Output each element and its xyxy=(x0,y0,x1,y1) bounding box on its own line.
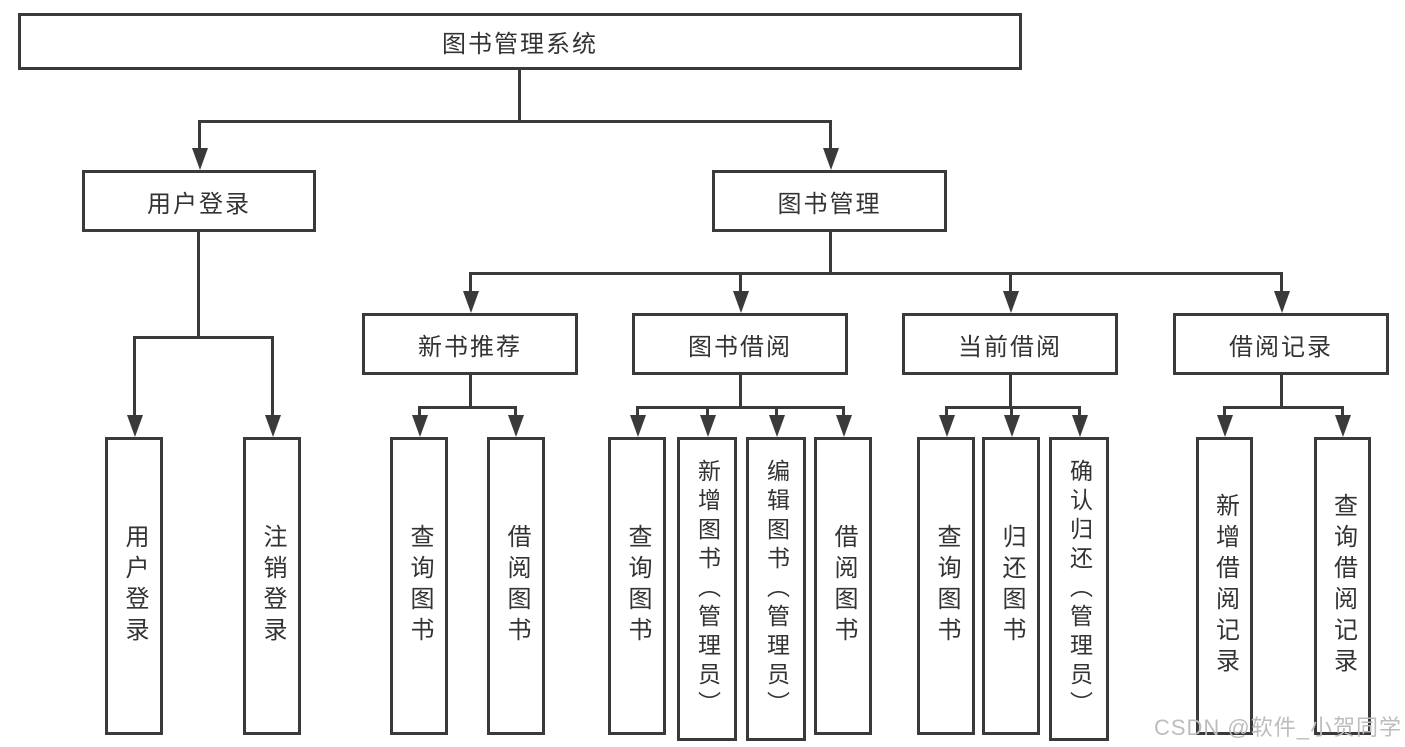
arrow-down-icon xyxy=(127,415,143,437)
connector-module-drop xyxy=(739,272,742,291)
node-current-borrow: 当前借阅 xyxy=(902,313,1118,375)
arrow-down-icon xyxy=(1335,415,1351,437)
leaf-records-add-record-label: 新增借阅记录 xyxy=(1211,493,1239,679)
connector-book-mgmt-drop xyxy=(829,120,832,148)
connector-user-login-rail xyxy=(133,336,274,339)
arrow-down-icon xyxy=(836,415,852,437)
connector-root-trunk xyxy=(518,70,521,120)
arrow-down-icon xyxy=(939,415,955,437)
leaf-borrow-edit-book-admin-label: 编辑图书（管理员） xyxy=(763,458,790,720)
leaf-records-query-record-label: 查询借阅记录 xyxy=(1329,493,1357,679)
connector-leaf-drop xyxy=(775,406,778,415)
arrow-down-icon xyxy=(700,415,716,437)
arrow-down-icon xyxy=(508,415,524,437)
connector-level3-rail xyxy=(469,272,1283,275)
leaf-current-return-book: 归还图书 xyxy=(982,437,1040,735)
connector-new-book-trunk xyxy=(469,375,472,406)
arrow-down-icon xyxy=(192,148,208,170)
node-library-system: 图书管理系统 xyxy=(18,13,1022,70)
node-book-management: 图书管理 xyxy=(712,170,947,232)
arrow-down-icon xyxy=(1072,415,1088,437)
connector-borrow-records-rail xyxy=(1223,406,1344,409)
node-book-borrow-label: 图书借阅 xyxy=(688,333,792,361)
arrow-down-icon xyxy=(1217,415,1233,437)
connector-module-drop xyxy=(1280,272,1283,291)
leaf-borrow-borrow-book-label: 借阅图书 xyxy=(830,524,857,648)
connector-leaf-drop xyxy=(706,406,709,415)
connector-book-borrow-trunk xyxy=(739,375,742,406)
leaf-current-query-book: 查询图书 xyxy=(917,437,975,735)
arrow-down-icon xyxy=(823,148,839,170)
arrow-down-icon xyxy=(1003,291,1019,313)
node-book-borrow: 图书借阅 xyxy=(632,313,848,375)
node-new-book-recommend: 新书推荐 xyxy=(362,313,578,375)
arrow-down-icon xyxy=(463,291,479,313)
connector-current-borrow-trunk xyxy=(1009,375,1012,406)
leaf-current-confirm-return-admin-label: 确认归还（管理员） xyxy=(1066,458,1093,720)
leaf-borrow-query-book-label: 查询图书 xyxy=(624,524,651,648)
connector-user-login-trunk xyxy=(197,232,200,336)
leaf-borrow-query-book: 查询图书 xyxy=(608,437,666,735)
node-current-borrow-label: 当前借阅 xyxy=(958,333,1062,361)
arrow-down-icon xyxy=(412,415,428,437)
leaf-current-query-book-label: 查询图书 xyxy=(933,524,960,648)
arrow-down-icon xyxy=(1004,415,1020,437)
connector-leaf-drop xyxy=(418,406,421,415)
leaf-logout: 注销登录 xyxy=(243,437,301,735)
arrow-down-icon xyxy=(265,415,281,437)
connector-leaf-drop xyxy=(133,336,136,415)
connector-leaf-drop xyxy=(1341,406,1344,415)
connector-leaf-drop xyxy=(1010,406,1013,415)
arrow-down-icon xyxy=(733,291,749,313)
connector-user-login-drop xyxy=(198,120,201,148)
connector-leaf-drop xyxy=(945,406,948,415)
leaf-records-add-record: 新增借阅记录 xyxy=(1196,437,1253,735)
connector-module-drop xyxy=(469,272,472,291)
arrow-down-icon xyxy=(630,415,646,437)
connector-leaf-drop xyxy=(514,406,517,415)
connector-book-mgmt-trunk xyxy=(829,232,832,272)
node-book-management-label: 图书管理 xyxy=(777,190,882,218)
connector-leaf-drop xyxy=(636,406,639,415)
connector-book-borrow-rail xyxy=(636,406,845,409)
node-borrow-records: 借阅记录 xyxy=(1173,313,1389,375)
leaf-user-login-label: 用户登录 xyxy=(121,524,148,648)
leaf-newbook-borrow-book: 借阅图书 xyxy=(487,437,545,735)
connector-module-drop xyxy=(1009,272,1012,291)
connector-leaf-drop xyxy=(842,406,845,415)
node-user-login: 用户登录 xyxy=(82,170,316,232)
node-borrow-records-label: 借阅记录 xyxy=(1229,333,1333,361)
arrow-down-icon xyxy=(769,415,785,437)
connector-new-book-rail xyxy=(418,406,517,409)
leaf-borrow-edit-book-admin: 编辑图书（管理员） xyxy=(746,437,806,741)
node-user-login-label: 用户登录 xyxy=(147,190,251,218)
node-new-book-recommend-label: 新书推荐 xyxy=(418,333,522,361)
arrow-down-icon xyxy=(1274,291,1290,313)
connector-current-borrow-rail xyxy=(945,406,1081,409)
leaf-current-confirm-return-admin: 确认归还（管理员） xyxy=(1049,437,1109,741)
leaf-newbook-query-book-label: 查询图书 xyxy=(406,524,433,648)
leaf-newbook-query-book: 查询图书 xyxy=(390,437,448,735)
leaf-borrow-borrow-book: 借阅图书 xyxy=(814,437,872,735)
connector-leaf-drop xyxy=(1223,406,1226,415)
leaf-newbook-borrow-book-label: 借阅图书 xyxy=(503,524,530,648)
leaf-logout-label: 注销登录 xyxy=(259,524,286,648)
leaf-user-login: 用户登录 xyxy=(105,437,163,735)
leaf-current-return-book-label: 归还图书 xyxy=(998,524,1025,648)
leaf-borrow-add-book-admin: 新增图书（管理员） xyxy=(677,437,737,741)
leaf-borrow-add-book-admin-label: 新增图书（管理员） xyxy=(694,458,721,720)
leaf-records-query-record: 查询借阅记录 xyxy=(1314,437,1371,735)
connector-leaf-drop xyxy=(1078,406,1081,415)
connector-borrow-records-trunk xyxy=(1280,375,1283,406)
connector-level2-rail xyxy=(198,120,831,123)
watermark: CSDN @软件_小贺同学 xyxy=(1153,715,1402,740)
connector-leaf-drop xyxy=(271,336,274,415)
node-library-system-label: 图书管理系统 xyxy=(442,31,598,58)
